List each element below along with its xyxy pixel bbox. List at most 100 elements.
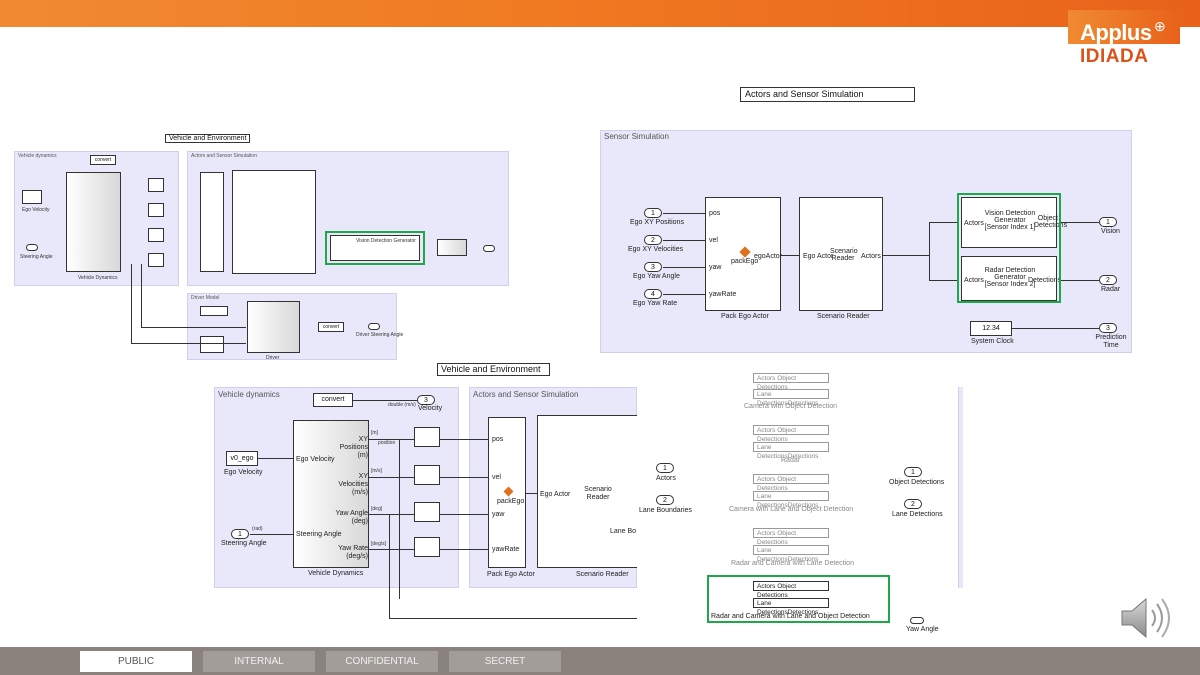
b-ego-velocity-block[interactable]: v0_ego <box>226 451 258 466</box>
b-vd-in-1: Ego Velocity <box>296 456 335 463</box>
variant-2-port-2[interactable]: Lane DetectionsDetections <box>753 442 829 460</box>
tl-driver-const[interactable] <box>200 306 228 316</box>
company-logo: Applus ⊕ IDIADA <box>1078 18 1170 70</box>
tl-vision-highlight <box>325 231 425 265</box>
v-out-port-2[interactable]: 2 <box>904 499 922 509</box>
r-out-port-3[interactable]: 3 <box>1099 323 1117 333</box>
tl-convert-block[interactable]: convert <box>90 155 116 165</box>
r-wire-split <box>929 222 930 281</box>
tl-vision-block[interactable]: Vision Detection Generator <box>330 235 420 261</box>
b-wire-feedback-3 <box>389 618 637 619</box>
tl-vd-label: Vehicle dynamics <box>18 153 57 159</box>
r-out-port-2[interactable]: 2 <box>1099 275 1117 285</box>
tl-driver-steering-label: Driver Steering Angle <box>356 332 404 338</box>
r-out-port-1[interactable]: 1 <box>1099 217 1117 227</box>
b-signal-4: [deg/s] <box>371 541 387 547</box>
v-in-port-1[interactable]: 1 <box>656 463 674 473</box>
b-wire-pack-4 <box>440 549 488 550</box>
r-wire-in-4 <box>663 294 705 295</box>
variant-3-port-2[interactable]: Lane DetectionsDetections <box>753 491 829 509</box>
b-pack-vel: vel <box>492 474 501 481</box>
v-in-port-2[interactable]: 2 <box>656 495 674 505</box>
tl-out-port[interactable] <box>483 245 495 252</box>
b-pack-yaw: yaw <box>492 511 505 518</box>
tab-secret[interactable]: SECRET <box>449 651 561 672</box>
tl-wire-2 <box>141 327 246 328</box>
tl-scope-1 <box>148 178 164 192</box>
b-vd-block-label: Vehicle Dynamics <box>308 570 364 577</box>
variant-4-port-1[interactable]: Actors Object Detections <box>753 528 829 546</box>
b-actors-label: Actors and Sensor Simulation <box>473 390 579 399</box>
variant-5-highlight <box>707 575 890 623</box>
tl-tracker-block[interactable] <box>437 239 467 256</box>
tl-wire-3 <box>131 264 132 344</box>
tl-convert-block-2[interactable]: convert <box>318 322 344 332</box>
tl-driver-block[interactable] <box>247 301 300 353</box>
r-vision-out: Object Detections <box>1034 215 1068 229</box>
variant-4-port-2[interactable]: Lane DetectionsDetections <box>753 545 829 563</box>
tl-steering-port[interactable] <box>26 244 38 251</box>
r-in-port-1[interactable]: 1 <box>644 208 662 218</box>
tl-wire-1 <box>141 264 142 328</box>
v-yaw-port[interactable] <box>910 617 924 624</box>
tl-pack-block[interactable] <box>200 172 224 272</box>
b-scenario-center: Scenario Reader <box>584 486 612 501</box>
r-scenario-label: Scenario Reader <box>817 313 870 320</box>
variant-4-label: Radar and Camera with Lane Detection <box>731 560 854 567</box>
variant-5-port-1[interactable]: Actors Object Detections <box>753 581 829 599</box>
r-in-label-1: Ego XY Positions <box>630 219 684 226</box>
b-scenario-partial: Lane Bo <box>610 528 637 535</box>
v-yaw-label: Yaw Angle <box>906 626 939 633</box>
b-wire-convert <box>353 400 417 401</box>
r-pack-port-vel: vel <box>709 237 718 244</box>
b-velocity-label: Velocity <box>418 405 443 412</box>
tl-driver-label: Driver Model <box>191 295 220 301</box>
b-wire-feedback <box>399 439 400 599</box>
b-velocity-port[interactable]: 3 <box>417 395 435 405</box>
r-in-port-3[interactable]: 3 <box>644 262 662 272</box>
tl-scenario-block[interactable] <box>232 170 316 274</box>
b-convert-block[interactable]: convert <box>313 393 353 407</box>
r-pack-ego-block[interactable]: pos vel yaw yawRate packEgo egoActor <box>705 197 782 311</box>
variant-1-port-2[interactable]: Lane DetectionsDetections <box>753 389 829 407</box>
tl-vehicle-dynamics-block[interactable] <box>66 172 121 272</box>
variant-1-port-1[interactable]: Actors Object Detections <box>753 373 829 391</box>
r-in-port-2[interactable]: 2 <box>644 235 662 245</box>
tl-wire-4 <box>131 343 246 344</box>
b-matlab-icon <box>503 486 514 497</box>
top-left-title: Vehicle and Environment <box>165 134 251 143</box>
tab-internal[interactable]: INTERNAL <box>203 651 315 672</box>
r-wire-in-3 <box>663 267 705 268</box>
b-steering-port[interactable]: 1 <box>231 529 249 539</box>
b-pack-ego-block[interactable]: pos vel yaw yawRate packEgo <box>488 417 526 568</box>
variant-5-port-2[interactable]: Lane DetectionsDetections <box>753 598 829 616</box>
b-steering-label: Steering Angle <box>221 540 267 547</box>
v-out-port-1[interactable]: 1 <box>904 467 922 477</box>
r-wire-radar-in <box>929 280 959 281</box>
tab-confidential[interactable]: CONFIDENTIAL <box>326 651 438 672</box>
r-vision-block[interactable]: Actors Vision Detection Generator [Senso… <box>961 197 1068 248</box>
tab-public[interactable]: PUBLIC <box>80 651 192 672</box>
r-in-port-4[interactable]: 4 <box>644 289 662 299</box>
r-radar-block[interactable]: Actors Radar Detection Generator [Sensor… <box>961 256 1061 301</box>
r-scenario-center: Scenario Reader <box>830 248 858 262</box>
speaker-icon[interactable] <box>1120 594 1172 642</box>
v-in-label-2: Lane Boundaries <box>639 507 692 514</box>
b-scenario-reader-block[interactable]: Ego Actor Scenario Reader Lane Bo <box>537 415 637 568</box>
tl-driver-scope <box>200 336 224 353</box>
tl-driver-out-port[interactable] <box>368 323 380 330</box>
tl-ego-velocity-block[interactable] <box>22 190 42 204</box>
b-vd-in-2: Steering Angle <box>296 531 342 538</box>
r-scenario-reader-block[interactable]: Ego Actor Scenario Reader Actors <box>799 197 883 311</box>
b-wire-out-4 <box>369 549 414 550</box>
variant-1-label: Camera with Object Detection <box>744 403 837 410</box>
b-signal-3: [deg] <box>371 506 383 512</box>
b-signal-pos: position <box>378 440 396 446</box>
b-vehicle-dynamics-block[interactable]: Ego Velocity Steering Angle XY Positions… <box>293 420 369 568</box>
v-in-label-1: Actors <box>656 475 676 482</box>
variant-3-port-1[interactable]: Actors Object Detections <box>753 474 829 492</box>
variant-2-port-1[interactable]: Actors Object Detections <box>753 425 829 443</box>
tl-actors-label: Actors and Sensor Simulation <box>191 153 257 159</box>
b-vd-label: Vehicle dynamics <box>218 390 280 399</box>
r-system-clock-block[interactable]: 12.34 <box>970 321 1012 336</box>
